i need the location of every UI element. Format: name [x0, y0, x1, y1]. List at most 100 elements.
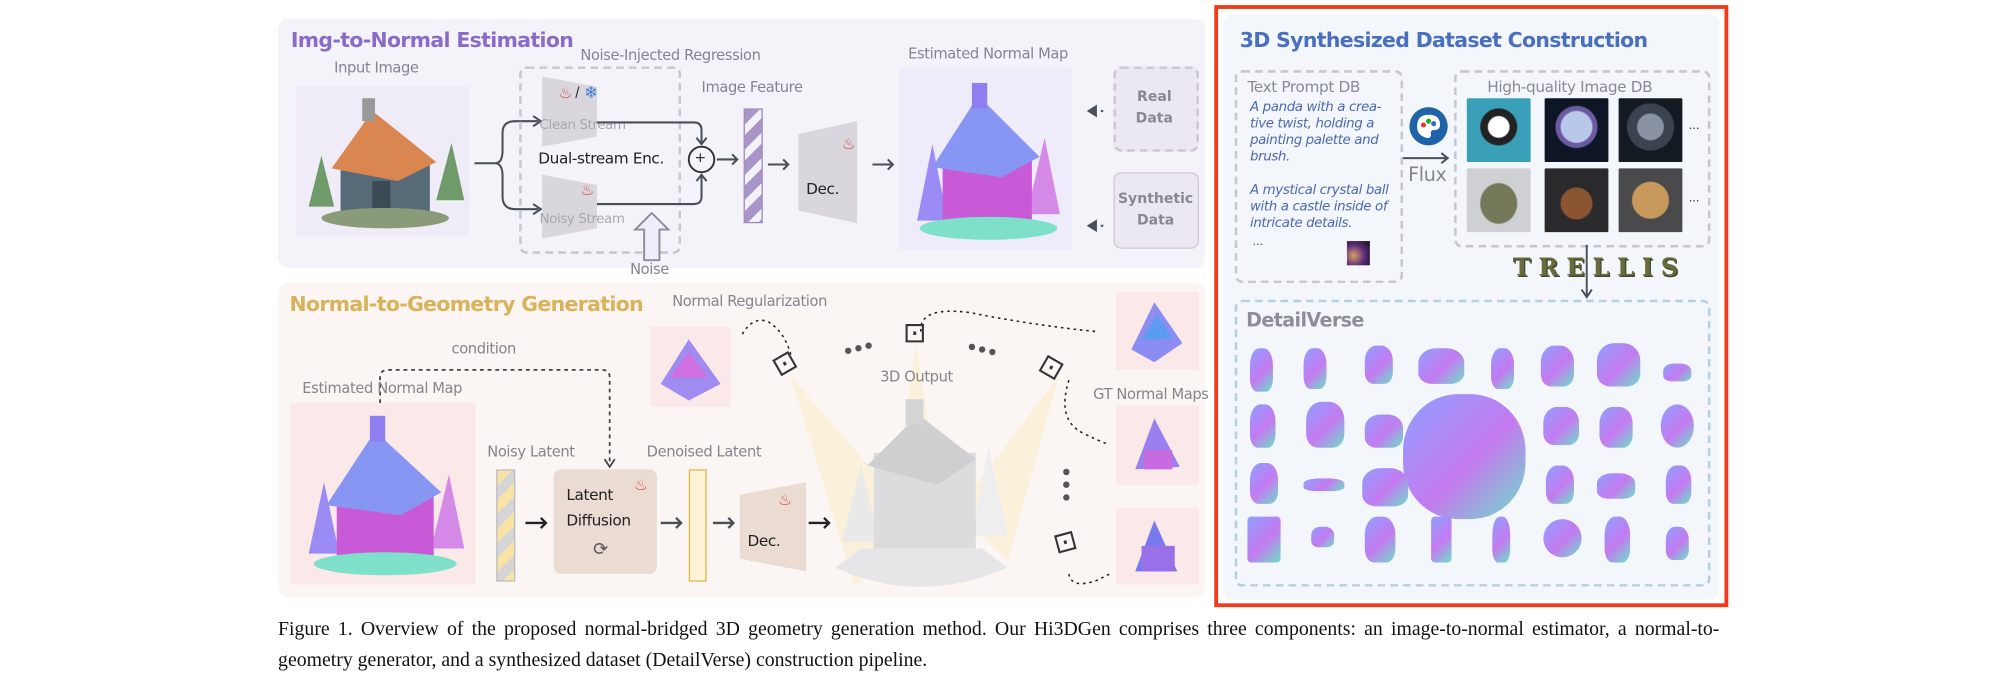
detailverse-object [1418, 348, 1465, 384]
squirrels-image [1544, 168, 1609, 233]
crystal-ball-image [1544, 98, 1609, 162]
latent-diffusion-block [553, 469, 657, 574]
merge-arrows [596, 121, 739, 206]
feature-to-decoder-arrow [767, 158, 790, 171]
noise-arrow [632, 211, 671, 262]
detailverse-object [1364, 516, 1396, 563]
estimated-normal-map-input-image [290, 403, 476, 585]
camera-paths [741, 310, 1111, 585]
denoised-latent-bar [688, 469, 707, 582]
prompt-thumbnail [1346, 241, 1370, 266]
noise-label: Noise [630, 260, 669, 279]
detailverse-object [1303, 478, 1345, 492]
fire-icon: ♨ [778, 491, 792, 509]
detailverse-object [1364, 345, 1393, 384]
detailverse-object [1249, 348, 1273, 392]
detailverse-object [1247, 516, 1281, 563]
detailverse-object [1543, 519, 1582, 558]
detailverse-object [1599, 406, 1633, 448]
house-illustration [308, 98, 465, 229]
latent-diffusion-label: Latent Diffusion [566, 485, 631, 530]
gt-normal-map [1116, 507, 1199, 585]
dual-stream-encoder-label: Dual-stream Enc. [538, 149, 664, 168]
detailverse-object [1491, 348, 1515, 390]
geometry-decoder-label: Dec. [747, 531, 781, 550]
trellis-logo: TRELLIS [1512, 253, 1686, 282]
detailverse-objects [1240, 338, 1702, 580]
image-ellipsis: ... [1688, 118, 1700, 133]
regularization-normal-image [650, 326, 731, 407]
decoder-label: Dec. [806, 179, 840, 198]
img-to-normal-title: Img-to-Normal Estimation [290, 28, 574, 53]
fire-icon: ♨ [558, 84, 573, 103]
noisy-stream-encoder [542, 174, 597, 239]
normal-house-illustration [308, 415, 465, 576]
loop-icon: ⟳ [593, 538, 609, 559]
plus-operator: + [695, 146, 706, 168]
snowflake-icon: ❄ [584, 82, 599, 103]
detailverse-object [1311, 526, 1335, 548]
noise-injected-regression-label: Noise-Injected Regression [580, 45, 761, 64]
detailverse-title: DetailVerse [1246, 308, 1364, 332]
detailverse-object [1303, 348, 1327, 390]
noisy-latent-label: Noisy Latent [487, 442, 575, 461]
detailverse-object [1362, 468, 1409, 507]
jeep-image [1466, 168, 1531, 233]
prompt-text: A panda with a crea-tive twist, holding … [1249, 99, 1382, 165]
fire-icon: ♨ [633, 475, 648, 494]
detailverse-object [1660, 404, 1694, 448]
camera-icon: ⊡ [903, 316, 927, 349]
detailverse-object [1492, 516, 1511, 563]
normal-house-illustration [917, 82, 1060, 240]
detailverse-object [1663, 363, 1692, 382]
synthetic-data-label: Synthetic Data [1117, 190, 1194, 229]
detailverse-object [1596, 473, 1636, 499]
real-data-label: Real Data [1135, 88, 1173, 127]
flux-label: Flux [1408, 163, 1447, 187]
geometry-decoder-block [739, 482, 807, 572]
data-arrows [1086, 104, 1104, 233]
flux-palette-icon [1409, 107, 1448, 146]
real-data-box [1113, 66, 1199, 152]
input-image [295, 85, 470, 236]
figure-caption: Figure 1. Overview of the proposed norma… [278, 618, 1720, 671]
estimated-normal-map-image [899, 67, 1072, 250]
clean-stream-encoder [542, 76, 597, 147]
noise-injected-regression-box [519, 66, 682, 254]
detailverse-object [1543, 406, 1580, 446]
detailverse-object [1596, 343, 1641, 387]
denoised-to-decoder-arrow [713, 517, 736, 529]
detailverse-object [1665, 465, 1692, 504]
gt-normal-map [1116, 405, 1199, 485]
clean-stream-label: Clean Stream [539, 117, 627, 133]
lion-image [1618, 168, 1683, 233]
text-prompt-db-box [1234, 70, 1404, 284]
gt-normal-maps-label: GT Normal Maps [1093, 385, 1209, 404]
detailverse-object [1249, 463, 1279, 504]
normal-regularization-label: Normal Regularization [672, 292, 828, 310]
synthetic-data-box [1113, 172, 1199, 249]
detailverse-object [1306, 401, 1345, 448]
prompt-text: A mystical crystal ball with a castle in… [1249, 182, 1389, 231]
input-image-label: Input Image [334, 58, 419, 77]
estimated-normal-map-label: Estimated Normal Map [908, 44, 1068, 63]
condition-arrow [379, 369, 616, 469]
decoder-to-output-arrow [872, 158, 895, 171]
text-prompt-db-label: Text Prompt DB [1247, 77, 1360, 96]
noisy-stream-label: Noisy Stream [539, 211, 625, 228]
gt-normal-map [1116, 292, 1199, 370]
denoised-latent-label: Denoised Latent [646, 442, 762, 461]
detailverse-object [1540, 345, 1574, 387]
noisy-latent-bar [496, 469, 516, 582]
robot-image [1618, 98, 1683, 162]
flux-arrow [1403, 152, 1450, 165]
image-db-box [1454, 70, 1711, 248]
estimated-normal-map-input-label: Estimated Normal Map [302, 378, 463, 397]
trellis-arrow [1580, 244, 1593, 299]
prompt-ellipsis: ... [1252, 234, 1264, 249]
detailverse-object [1604, 516, 1631, 563]
detailverse-object [1364, 414, 1404, 448]
fire-icon: ♨ [841, 135, 856, 154]
normal-house-illustration [660, 339, 721, 401]
